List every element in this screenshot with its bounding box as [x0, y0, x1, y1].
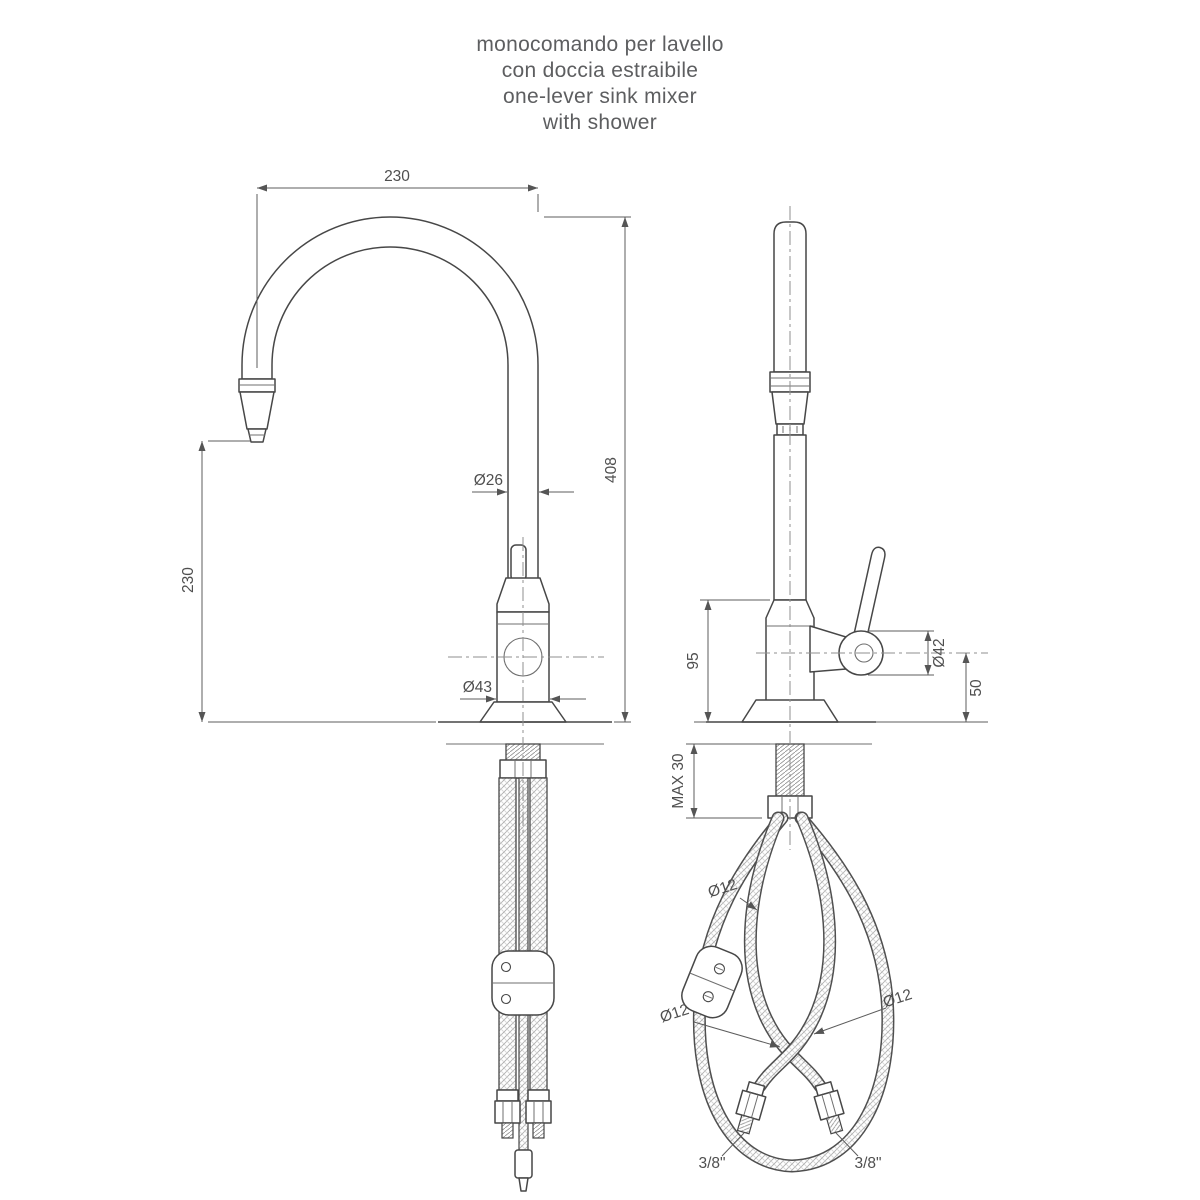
title-line-2: con doccia estraibile: [501, 59, 699, 82]
hose-loop: [692, 811, 895, 1173]
title-line-4: with shower: [542, 111, 658, 134]
dim-handle-diameter-label: Ø42: [931, 638, 948, 667]
dim-head-height: 230: [180, 440, 436, 723]
dim-body-diameter-label: Ø43: [463, 679, 492, 696]
dim-handle-height: 50: [962, 653, 985, 722]
supply-hose-left-side: [498, 777, 517, 1091]
right-view-front: [681, 206, 988, 1173]
dim-outlet-height: 95: [685, 599, 770, 722]
handle-side: [510, 544, 527, 582]
dim-connection-right: 3/8": [835, 1132, 882, 1172]
supply-hose-right-side: [529, 777, 548, 1091]
dim-tube-diameter: Ø26: [472, 472, 574, 496]
dim-body-diameter: Ø43: [460, 679, 586, 703]
dim-spout-height-label: 408: [603, 457, 620, 483]
title-line-3: one-lever sink mixer: [503, 85, 697, 108]
dim-connection-right-label: 3/8": [854, 1155, 881, 1172]
dim-outlet-height-label: 95: [685, 652, 702, 669]
spray-head: [239, 391, 275, 430]
dim-connection-left-label: 3/8": [698, 1155, 725, 1172]
dim-max-thickness-label: MAX 30: [670, 753, 687, 809]
counterweight-side: [491, 950, 555, 1016]
drawing-title: monocomando per lavello con doccia estra…: [0, 32, 1200, 136]
spout-front: [773, 221, 807, 373]
hose-fitting-left-side: [494, 1089, 521, 1139]
dim-tube-diameter-label: Ø26: [474, 472, 503, 489]
dim-connection-left: 3/8": [698, 1132, 745, 1172]
dim-hose-b-label: Ø12: [658, 1001, 691, 1026]
connector-fitting-right: [813, 1081, 845, 1135]
pullout-hose-end-side: [514, 1149, 533, 1192]
dim-spout-height: 408: [544, 216, 631, 723]
counterweight-front: [681, 945, 743, 1019]
dim-max-thickness: MAX 30: [670, 743, 770, 819]
handle-lever: [851, 546, 886, 645]
title-line-1: monocomando per lavello: [476, 33, 724, 56]
spout-outline: [241, 216, 539, 581]
left-view-side: [238, 216, 612, 1192]
dim-handle-height-label: 50: [968, 679, 985, 697]
dim-handle-diameter: Ø42: [868, 630, 948, 676]
dim-head-height-label: 230: [180, 567, 197, 593]
dim-spout-reach-label: 230: [384, 168, 410, 185]
dim-spout-reach: 230: [256, 168, 539, 368]
hose-fitting-right-side: [525, 1089, 552, 1139]
connector-fitting-left: [735, 1081, 767, 1135]
